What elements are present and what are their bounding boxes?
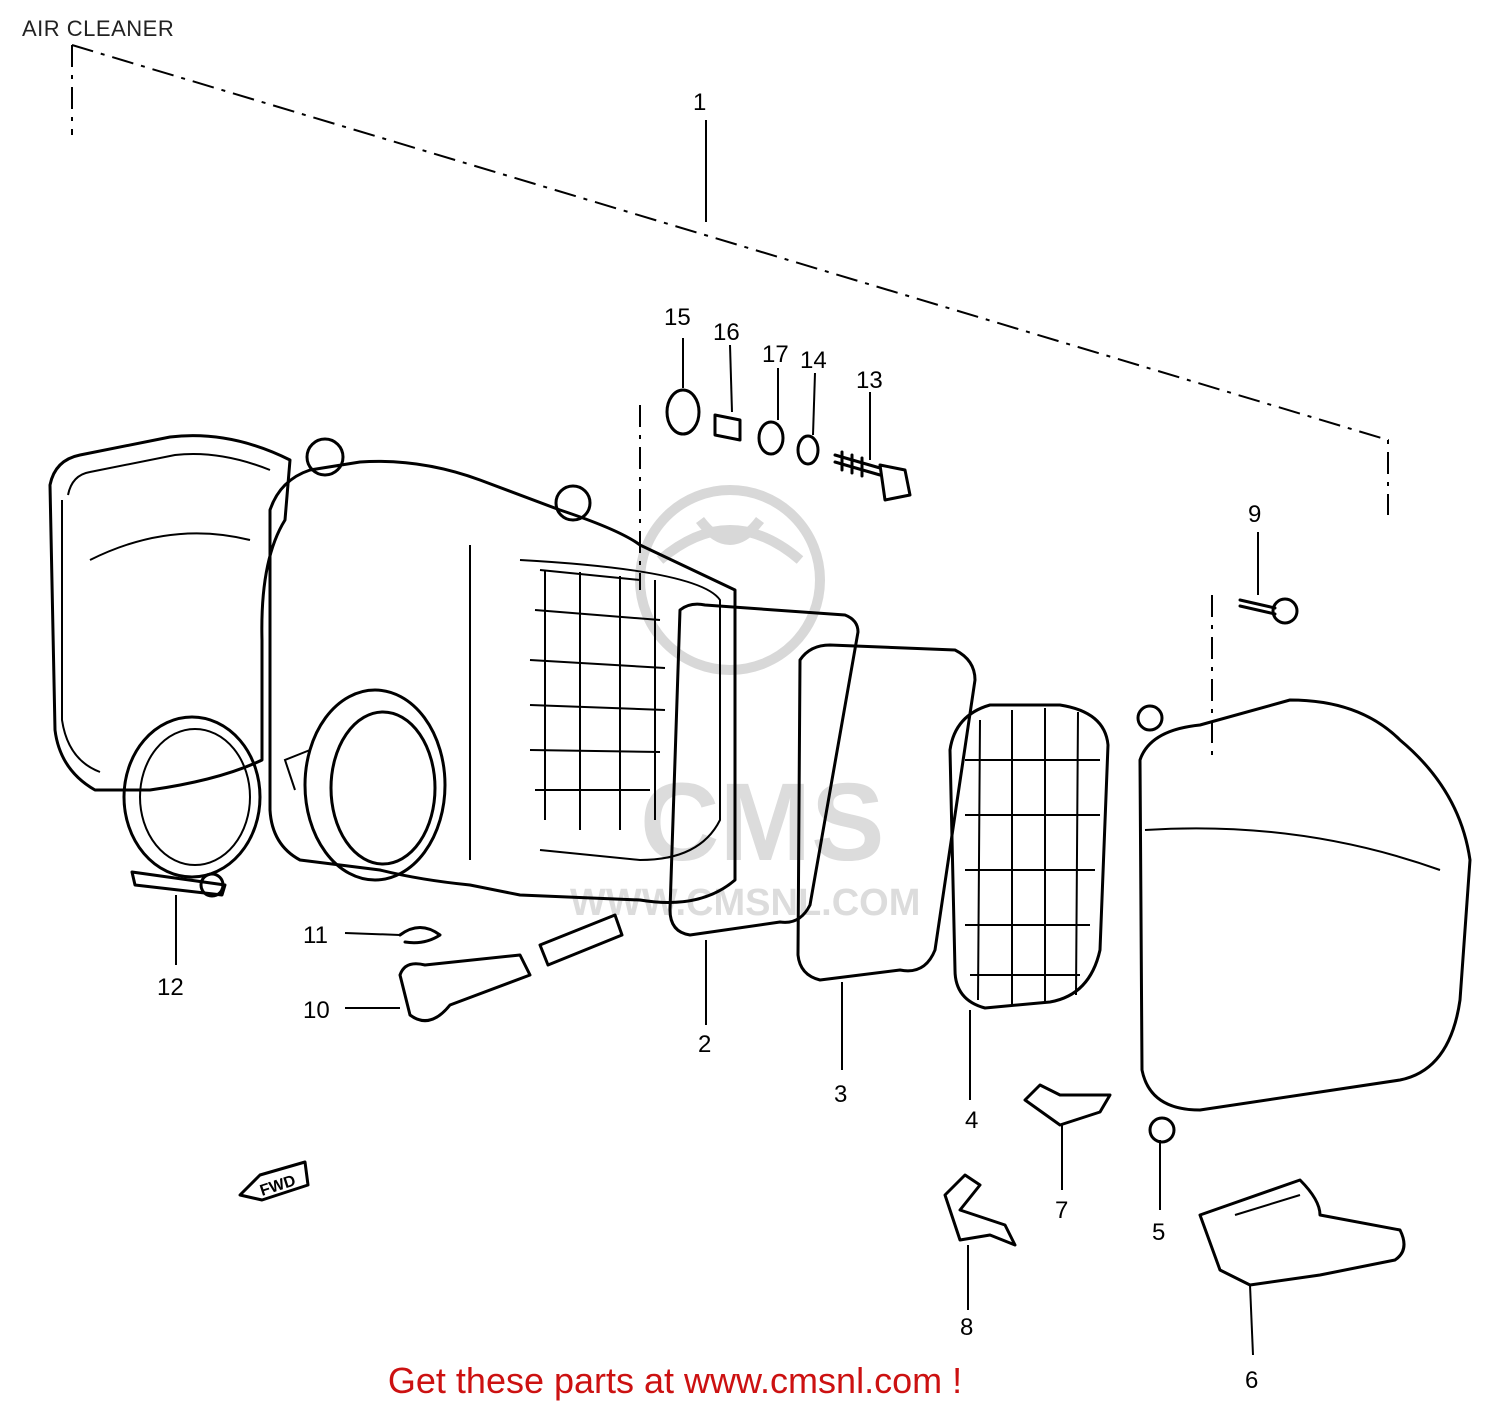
callout-7: 7 <box>1055 1197 1068 1224</box>
front-cover-part-5 <box>1136 698 1472 1144</box>
air-cleaner-rear-cover <box>48 434 292 792</box>
assembly-bracket <box>71 44 1389 515</box>
callout-3: 3 <box>834 1081 847 1108</box>
clamp-part-12 <box>122 715 262 898</box>
inlet-duct-part-6 <box>1198 1178 1406 1287</box>
bolt-hardware <box>639 388 912 590</box>
forward-arrow: FWD <box>238 1160 310 1202</box>
callout-17: 17 <box>762 341 789 368</box>
callout-labels: 1 2 3 4 5 6 7 8 9 10 11 12 13 14 15 16 1… <box>157 89 1261 1394</box>
screw-part-9 <box>1211 595 1299 760</box>
grid-part-4 <box>948 703 1110 1010</box>
watermark-logo: CMS <box>640 761 884 884</box>
callout-15: 15 <box>664 304 691 331</box>
page-title: AIR CLEANER <box>22 16 175 41</box>
callout-13: 13 <box>856 367 883 394</box>
filter-element-part-2 <box>668 602 860 937</box>
callout-9: 9 <box>1248 501 1261 528</box>
callout-14: 14 <box>800 347 827 374</box>
callout-2: 2 <box>698 1031 711 1058</box>
filter-part-3 <box>796 643 977 982</box>
callout-11: 11 <box>303 922 328 949</box>
callout-6: 6 <box>1245 1367 1258 1394</box>
watermark-url: WWW.CMSNL.COM <box>570 882 920 924</box>
footer-promo: Get these parts at www.cmsnl.com ! <box>0 1360 1500 1402</box>
callout-16: 16 <box>713 319 740 346</box>
callout-5: 5 <box>1152 1219 1165 1246</box>
clips-parts-7-8 <box>943 1083 1112 1247</box>
callout-8: 8 <box>960 1314 973 1341</box>
callout-4: 4 <box>965 1107 978 1134</box>
callout-1: 1 <box>693 89 706 116</box>
air-cleaner-case <box>268 437 737 904</box>
watermark: CMS WWW.CMSNL.COM <box>570 485 920 924</box>
callout-12: 12 <box>157 974 184 1001</box>
callout-10: 10 <box>303 997 330 1024</box>
footer-link-text[interactable]: Get these parts at www.cmsnl.com ! <box>387 1360 963 1401</box>
leader-lines <box>175 338 1259 1356</box>
drain-hose-parts-10-11 <box>398 913 624 1023</box>
